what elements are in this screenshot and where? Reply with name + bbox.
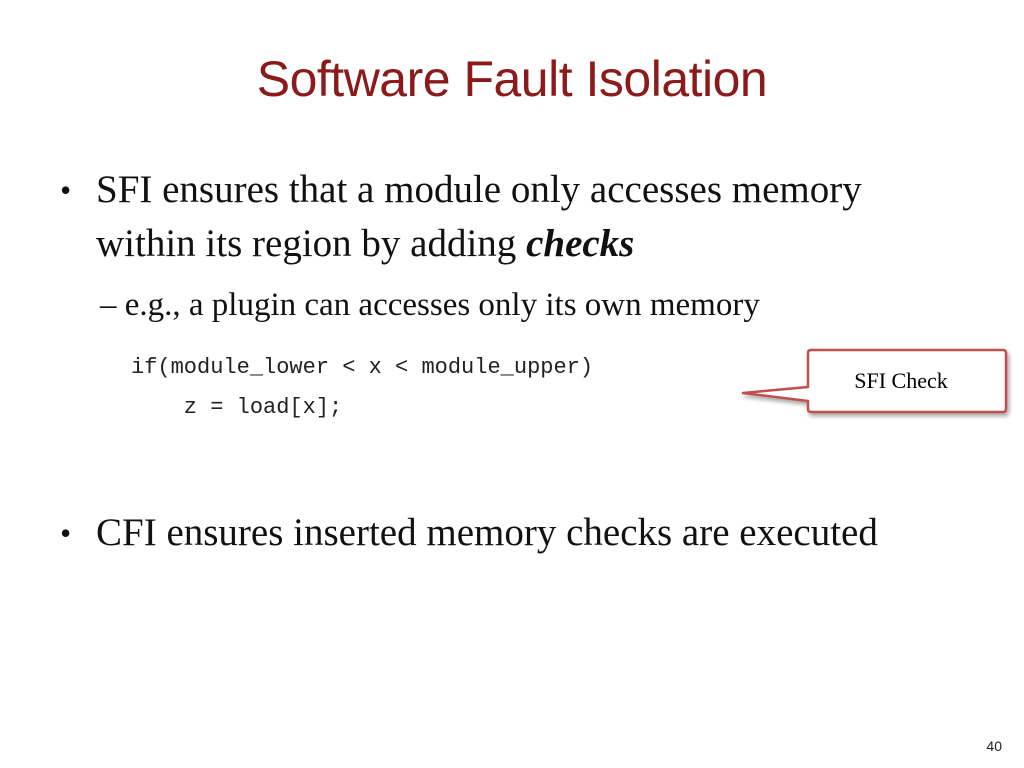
- bullet-sfi-emphasis: checks: [526, 222, 635, 265]
- bullet-sfi-text-main: SFI ensures that a module only accesses …: [96, 168, 862, 265]
- code-block: if(module_lower < x < module_upper) z = …: [131, 348, 593, 428]
- code-line-1: if(module_lower < x < module_upper): [131, 355, 594, 380]
- slide-title: Software Fault Isolation: [256, 51, 768, 107]
- sub-bullet-plugin: – e.g., a plugin can accesses only its o…: [100, 287, 760, 323]
- callout-label: SFI Check: [854, 368, 948, 393]
- code-line-2: z = load[x];: [131, 395, 343, 420]
- sfi-check-callout: [741, 348, 1008, 414]
- page-number: 40: [986, 738, 1002, 754]
- bullet-sfi-text: SFI ensures that a module only accesses …: [96, 163, 946, 271]
- bullet-dot: •: [60, 515, 72, 551]
- bullet-cfi-text: CFI ensures inserted memory checks are e…: [96, 511, 878, 554]
- bullet-dot: •: [60, 172, 72, 208]
- callout-shape: [741, 348, 1008, 414]
